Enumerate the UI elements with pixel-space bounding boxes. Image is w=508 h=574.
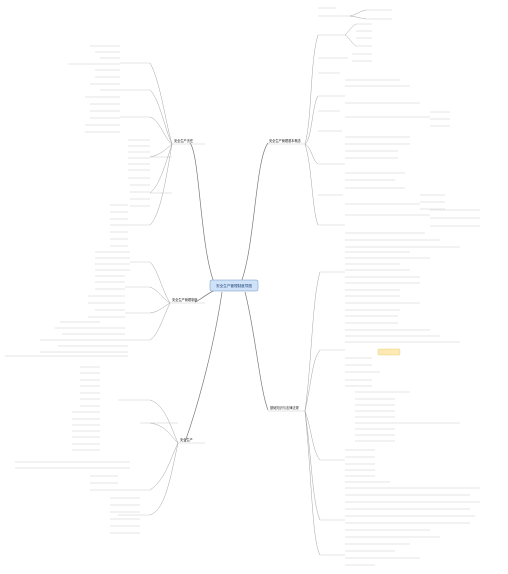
branch-left-upper[interactable]: 安全生产责任 (172, 138, 205, 145)
main-connectors (184, 142, 269, 443)
root-node[interactable]: 安全生产管理制度导图 (209, 279, 259, 292)
branch-top-right[interactable]: 安全生产管理基本概念 (268, 138, 305, 145)
branch-top-right-children (304, 7, 480, 248)
branch-right-lower-children (304, 251, 480, 566)
branch-left-lower-label: 安全生产 (180, 437, 193, 442)
branch-left-middle-children (5, 251, 171, 357)
branch-left-middle-label: 安全生产管理制度 (172, 297, 198, 302)
highlight-node[interactable] (377, 348, 401, 356)
branch-left-upper-children (68, 45, 173, 247)
branch-left-middle[interactable]: 安全生产管理制度 (170, 297, 205, 304)
branch-right-lower-label: 基础知识与法律法规 (270, 405, 299, 410)
branch-left-lower[interactable]: 安全生产 (178, 437, 205, 444)
branch-top-right-label: 安全生产管理基本概念 (269, 138, 302, 143)
branch-left-upper-label: 安全生产责任 (174, 138, 194, 143)
branch-left-lower-children (15, 366, 179, 534)
branch-right-lower[interactable]: 基础知识与法律法规 (268, 405, 305, 412)
root-label: 安全生产管理制度导图 (216, 283, 252, 288)
